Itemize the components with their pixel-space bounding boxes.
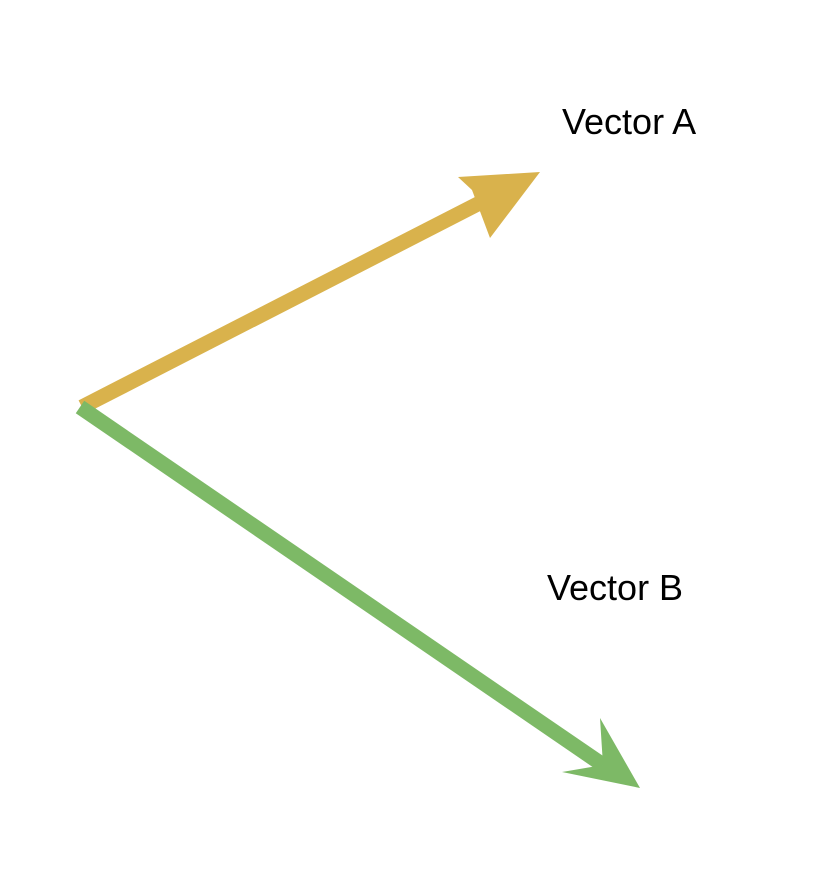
vector-a-label: Vector A bbox=[562, 101, 696, 142]
vector-b-label: Vector B bbox=[547, 567, 683, 608]
vector-a-shaft bbox=[78, 183, 509, 414]
vector-a bbox=[78, 172, 540, 414]
vector-b-shaft bbox=[75, 400, 608, 772]
vector-a-arrowhead bbox=[458, 172, 540, 238]
vector-b bbox=[75, 400, 640, 788]
vector-b-arrowhead bbox=[562, 718, 640, 788]
